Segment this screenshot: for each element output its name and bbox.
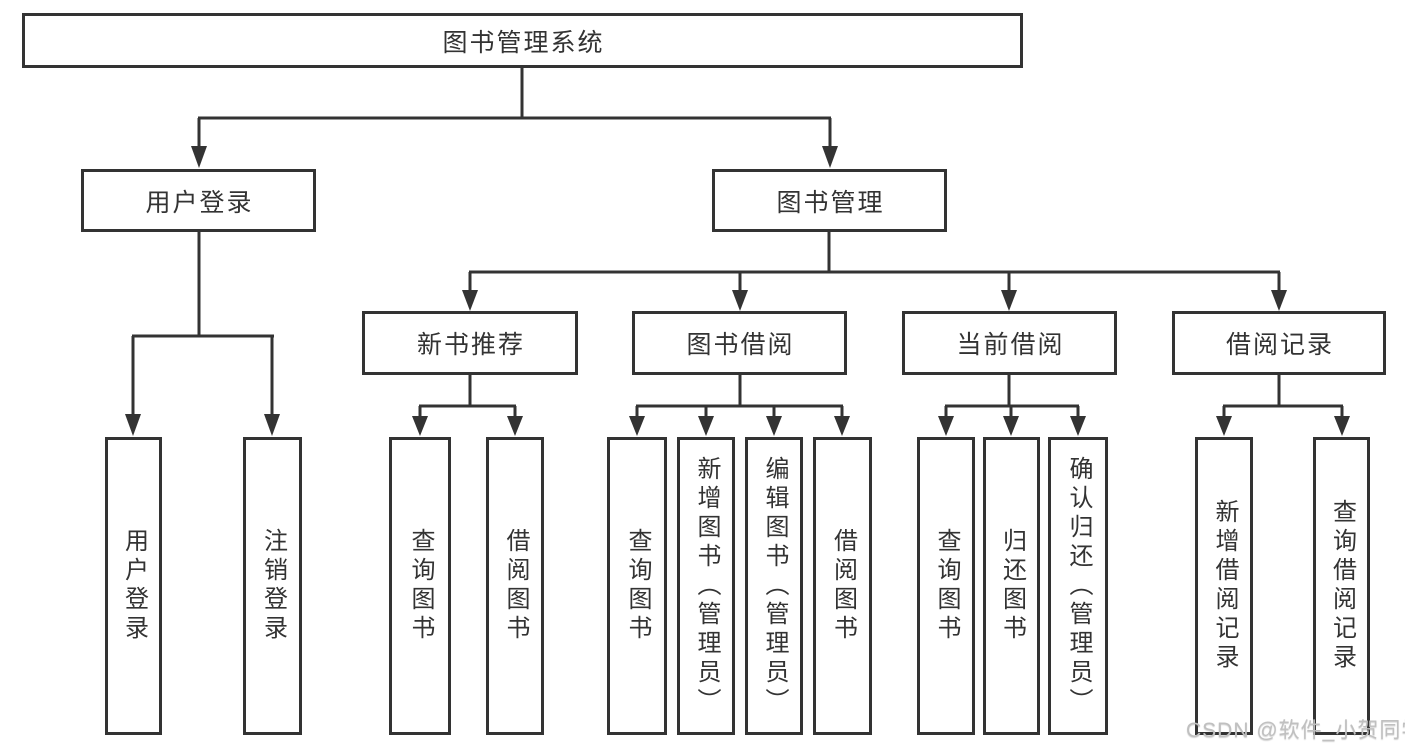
node-new-book-recommendation: 新书推荐 xyxy=(362,311,578,375)
node-query-books: 查询图书 xyxy=(607,437,667,735)
node-label: 注销登录 xyxy=(259,528,287,644)
node-user-login: 用户登录 xyxy=(81,169,316,232)
node-logout-action: 注销登录 xyxy=(243,437,302,735)
node-label: 当前借阅 xyxy=(956,331,1065,359)
node-label: 图书借阅 xyxy=(686,331,795,359)
node-label: 查询图书 xyxy=(933,528,960,644)
node-label: 新增图书（管理员） xyxy=(693,455,720,717)
node-borrow-books: 借阅图书 xyxy=(486,437,544,735)
node-return-books: 归还图书 xyxy=(983,437,1040,735)
node-book-borrowing: 图书借阅 xyxy=(632,311,847,375)
node-label: 用户登录 xyxy=(120,528,148,644)
node-add-borrow-record: 新增借阅记录 xyxy=(1195,437,1253,735)
node-query-borrow-record: 查询借阅记录 xyxy=(1313,437,1370,735)
node-label: 新增借阅记录 xyxy=(1211,499,1238,673)
node-label: 新书推荐 xyxy=(416,331,525,359)
node-label: 借阅图书 xyxy=(502,528,529,644)
node-add-books-admin: 新增图书（管理员） xyxy=(677,437,735,735)
node-label: 用户登录 xyxy=(145,188,254,217)
node-query-books: 查询图书 xyxy=(389,437,451,735)
node-book-management: 图书管理 xyxy=(712,169,947,232)
node-borrow-books: 借阅图书 xyxy=(813,437,872,735)
watermark: CSDN @软件_小贺同学 xyxy=(1186,719,1405,742)
node-library-management-system: 图书管理系统 xyxy=(22,13,1023,68)
node-edit-books-admin: 编辑图书（管理员） xyxy=(745,437,803,735)
node-label: 编辑图书（管理员） xyxy=(761,455,788,717)
node-query-books: 查询图书 xyxy=(917,437,975,735)
node-current-borrowing: 当前借阅 xyxy=(902,311,1117,375)
node-label: 归还图书 xyxy=(998,528,1026,644)
node-label: 借阅记录 xyxy=(1225,331,1334,359)
node-label: 图书管理 xyxy=(776,188,885,217)
node-label: 查询图书 xyxy=(624,528,651,644)
node-label: 借阅图书 xyxy=(829,528,857,644)
node-user-login-action: 用户登录 xyxy=(105,437,162,735)
node-label: 确认归还（管理员） xyxy=(1065,455,1092,717)
node-label: 图书管理系统 xyxy=(442,28,605,57)
node-label: 查询借阅记录 xyxy=(1328,499,1356,673)
node-confirm-return-admin: 确认归还（管理员） xyxy=(1048,437,1108,735)
node-borrowing-records: 借阅记录 xyxy=(1172,311,1386,375)
node-label: 查询图书 xyxy=(407,528,434,644)
